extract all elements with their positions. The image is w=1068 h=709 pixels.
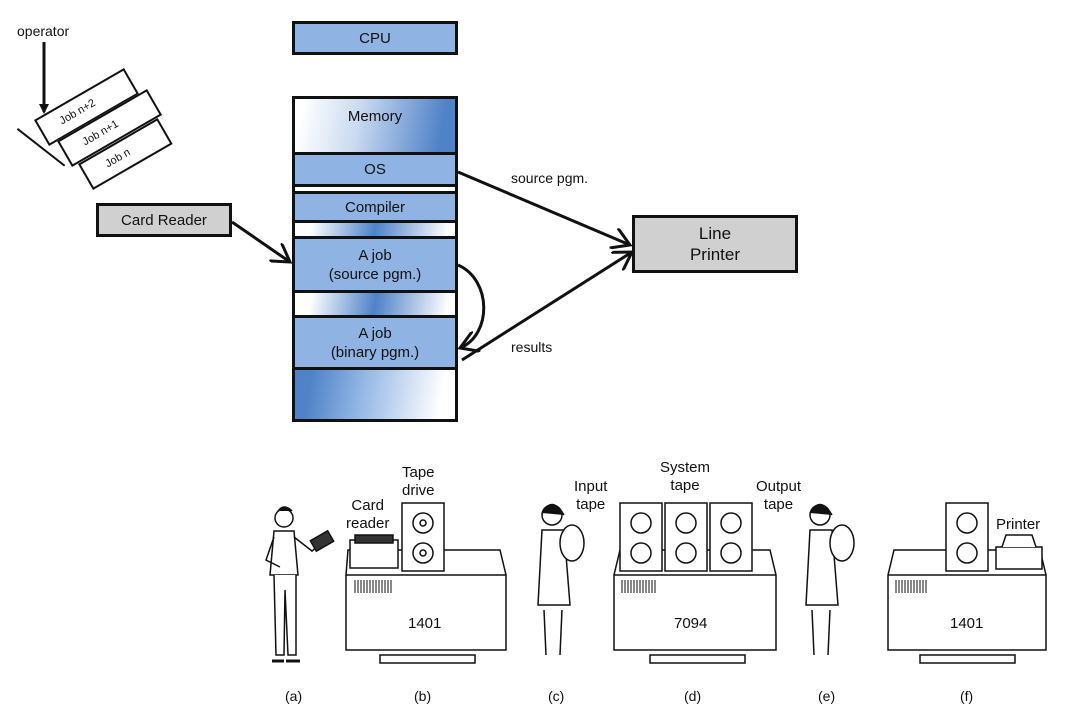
operator-woman-e [805,503,855,656]
machine-d-label: 7094 [674,615,708,632]
source-pgm-arrow [457,170,630,245]
source-pgm-label: source pgm. [511,170,589,186]
os-label: OS [364,161,386,178]
operator-label: operator [17,23,70,39]
cpu-box: CPU [292,21,458,55]
os-segment: OS [295,155,455,187]
compile-arrow [458,263,486,348]
batch-illustration [265,502,1047,664]
system-tape-caption-line1: System [660,459,711,476]
compiler-label: Compiler [344,198,405,216]
results-arrow [461,252,632,362]
output-tape-caption: Output tape [756,478,801,514]
system-tape-caption-line2: tape [670,477,700,494]
caption-a: (a) [285,688,303,704]
card-reader-caption: Card reader [346,497,389,533]
job-binary-line1: A job [358,324,392,342]
input-tape-caption-line2: tape [576,496,606,513]
input-tape-caption: Input tape [574,478,607,514]
printer-caption: Printer [996,516,1041,533]
machine-7094-d [613,502,777,664]
cpu-label: CPU [359,29,391,47]
compiler-segment: Compiler [295,191,455,223]
card-reader-label: Card Reader [121,211,207,229]
caption-b: (b) [414,688,432,704]
line-printer-line1: Line [698,224,732,243]
memory-free [295,370,455,419]
caption-d: (d) [684,688,702,704]
caption-f: (f) [960,688,974,704]
job-source-line1: A job [358,246,392,264]
memory-gap-2 [295,293,455,315]
job-binary-line2: (binary pgm.) [330,343,420,361]
diagram-arrows [39,42,1068,362]
line-printer-line2: Printer [689,245,741,264]
card-reader-box: Card Reader [96,203,232,237]
tape-drive-caption: Tape drive [402,464,435,500]
job-source-segment: A job (source pgm.) [295,236,455,293]
tape-drive-caption-line1: Tape [402,464,435,481]
results-label: results [511,339,553,355]
card-reader-caption-line1: Card [351,497,384,514]
machine-b-label: 1401 [408,615,442,632]
caption-e: (e) [818,688,836,704]
machine-f-label: 1401 [950,615,984,632]
input-tape-caption-line1: Input [574,478,608,495]
tape-drive-caption-line2: drive [402,482,435,499]
job-binary-segment: A job (binary pgm.) [295,315,455,370]
memory-header: Memory [295,99,455,155]
line-printer-box: Line Printer [632,215,798,273]
machine-1401-b [345,502,507,664]
reader-to-memory-arrow [231,220,290,262]
memory-title: Memory [347,108,403,125]
system-tape-caption: System tape [660,459,710,495]
job-source-line2: (source pgm.) [328,265,422,283]
operator-woman-c [537,503,585,656]
output-tape-caption-line2: tape [763,496,794,513]
output-tape-caption-line1: Output [756,478,802,495]
card-reader-caption-line2: reader [346,515,390,532]
caption-c: (c) [548,688,565,704]
memory-gap-1 [295,223,455,236]
machine-1401-f [887,502,1047,664]
operator-man-figure [265,506,335,663]
memory-column: Memory OS Compiler A job (source pgm.) A… [292,96,458,422]
